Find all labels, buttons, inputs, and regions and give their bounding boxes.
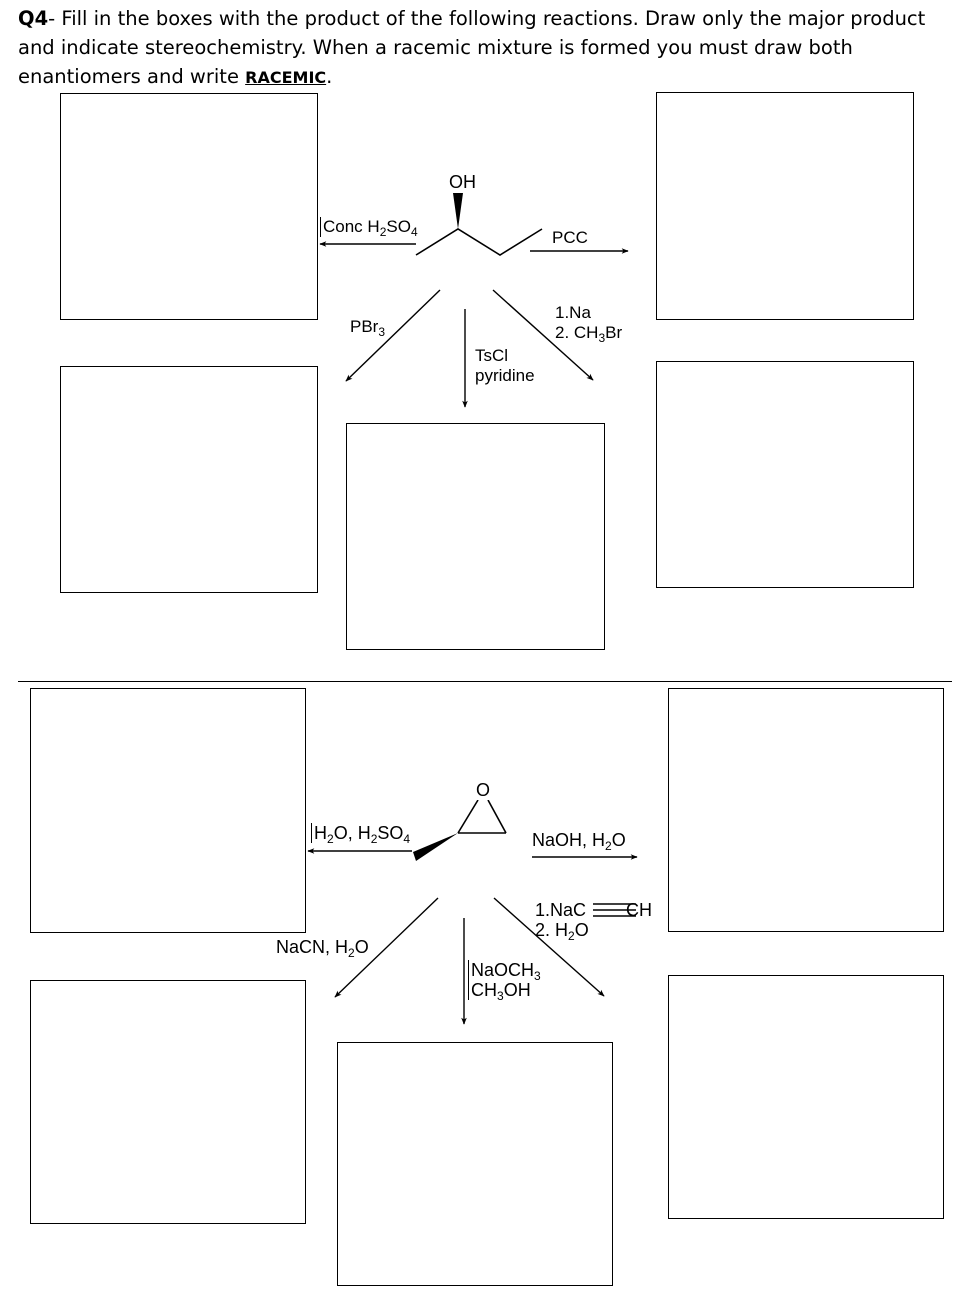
reagent-na-ch3br: 1.Na 2. CH3Br [555, 303, 623, 345]
answer-box-r2-bottom[interactable] [337, 1042, 613, 1286]
reagent-pbr3: PBr3 [350, 317, 386, 339]
reagent-tscl-pyridine: TsCl pyridine [475, 346, 535, 385]
reagent-h2o-h2so4: H2O, H2SO4 [311, 823, 410, 845]
answer-box-r1-lower-left[interactable] [60, 366, 318, 593]
arrow-r1-lower-left [345, 289, 441, 382]
question-number: Q4 [18, 7, 49, 30]
answer-box-r2-right[interactable] [668, 688, 944, 932]
answer-box-r1-left[interactable] [60, 93, 318, 320]
reagent-pcc: PCC [552, 228, 588, 247]
arrow-r1-lower-right [492, 289, 594, 381]
question-end: . [326, 65, 333, 88]
arrow-r2-lower-left [334, 897, 439, 998]
epoxide-structure [413, 799, 507, 861]
wedge-bond-oh [453, 193, 463, 229]
reagent-naoch3-ch3oh: NaOCH3 CH3OH [468, 960, 541, 1002]
racemic-keyword: RACEMIC [245, 68, 327, 87]
section-divider [18, 681, 952, 682]
answer-box-r1-lower-right[interactable] [656, 361, 914, 588]
answer-box-r2-lower-left[interactable] [30, 980, 306, 1224]
hydroxyl-label: OH [448, 172, 477, 192]
question-body: - Fill in the boxes with the product of … [18, 7, 926, 88]
answer-box-r1-right[interactable] [656, 92, 914, 320]
alcohol-structure [415, 193, 543, 256]
reagent-nacn-h2o: NaCN, H2O [276, 937, 369, 960]
wedge-bond-methyl [413, 833, 458, 861]
question-text: Q4- Fill in the boxes with the product o… [18, 4, 958, 92]
reagent-naoh-h2o: NaOH, H2O [532, 830, 626, 853]
answer-box-r1-bottom[interactable] [346, 423, 605, 650]
epoxide-oxygen-label: O [475, 780, 492, 800]
answer-box-r2-lower-right[interactable] [668, 975, 944, 1219]
arrow-r2-lower-right [493, 897, 605, 997]
triple-bond [593, 903, 636, 917]
answer-box-r2-left[interactable] [30, 688, 306, 933]
reagent-conc-h2so4: Conc H2SO4 [320, 217, 418, 238]
